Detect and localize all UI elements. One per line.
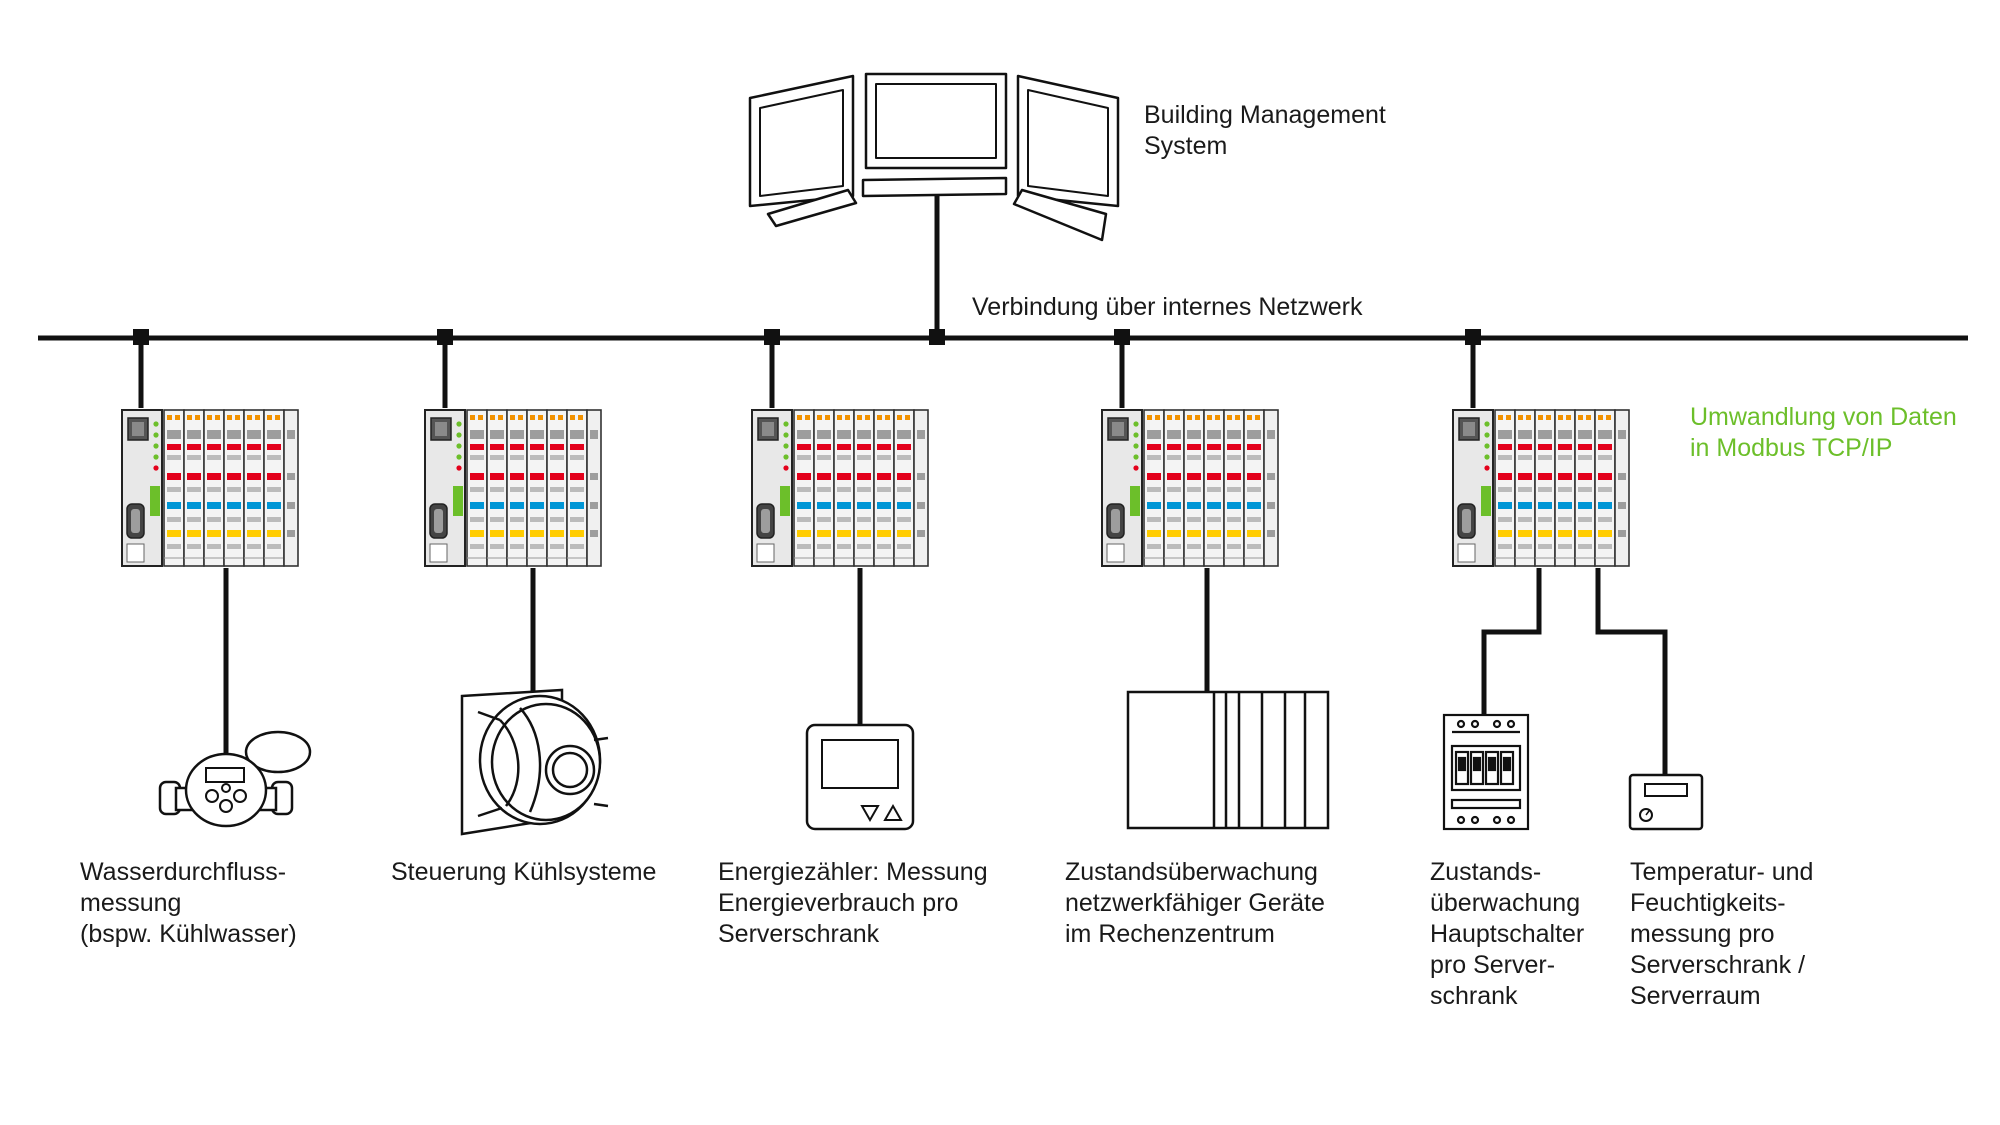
bus-nodes (133, 329, 1481, 345)
controller-3 (752, 410, 928, 566)
device-label-water-meter: Wasserdurchfluss- messung (bspw. Kühlwas… (80, 858, 297, 948)
bms-label: Building Management System (1144, 101, 1386, 160)
controller-1 (122, 410, 298, 566)
water-meter-icon (158, 730, 312, 828)
conversion-label: Umwandlung von Daten in Modbus TCP/IP (1690, 403, 1957, 462)
controller-4 (1102, 410, 1278, 566)
main-switch-icon (1442, 713, 1530, 831)
controller-5 (1453, 410, 1629, 566)
device-label-network-devices: Zustandsüberwachung netzwerkfähiger Gerä… (1065, 858, 1325, 948)
climate-sensor-icon (1628, 773, 1704, 831)
device-label-cooling: Steuerung Kühlsysteme (391, 858, 657, 886)
device-label-main-switch: Zustands- überwachung Hauptschalter pro … (1430, 858, 1585, 1010)
fan-icon (460, 688, 609, 836)
device-label-energy-meter: Energiezähler: Messung Energieverbrauch … (718, 858, 988, 948)
controller-2 (425, 410, 601, 566)
network-label: Verbindung über internes Netzwerk (972, 293, 1363, 321)
device-label-climate-sensor: Temperatur- und Feuchtigkeits- messung p… (1630, 858, 1814, 1010)
rack-icon (1126, 690, 1330, 830)
energy-meter-icon (805, 723, 915, 831)
bms-monitors (748, 72, 1120, 242)
